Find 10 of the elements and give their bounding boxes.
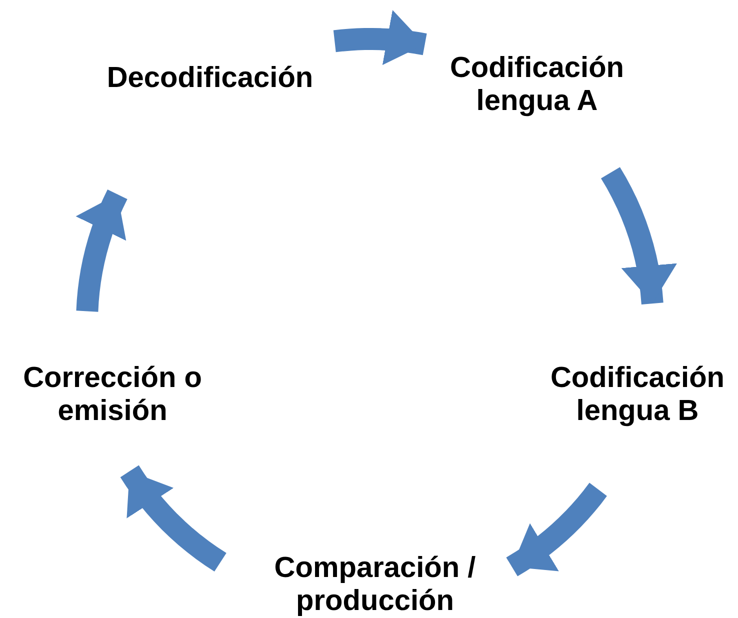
step-label: Decodificación — [105, 62, 315, 95]
curved-arrow — [506, 482, 607, 576]
step-label: Comparación / producción — [255, 552, 495, 618]
step-label: Codificación lengua A — [422, 30, 652, 118]
curved-arrow — [120, 465, 226, 572]
curved-arrow — [331, 10, 428, 66]
step-label: Corrección o emisión — [10, 362, 215, 428]
step-label: Codificación lengua B — [535, 362, 738, 490]
curved-arrow — [76, 190, 128, 312]
curved-arrow — [600, 167, 678, 305]
